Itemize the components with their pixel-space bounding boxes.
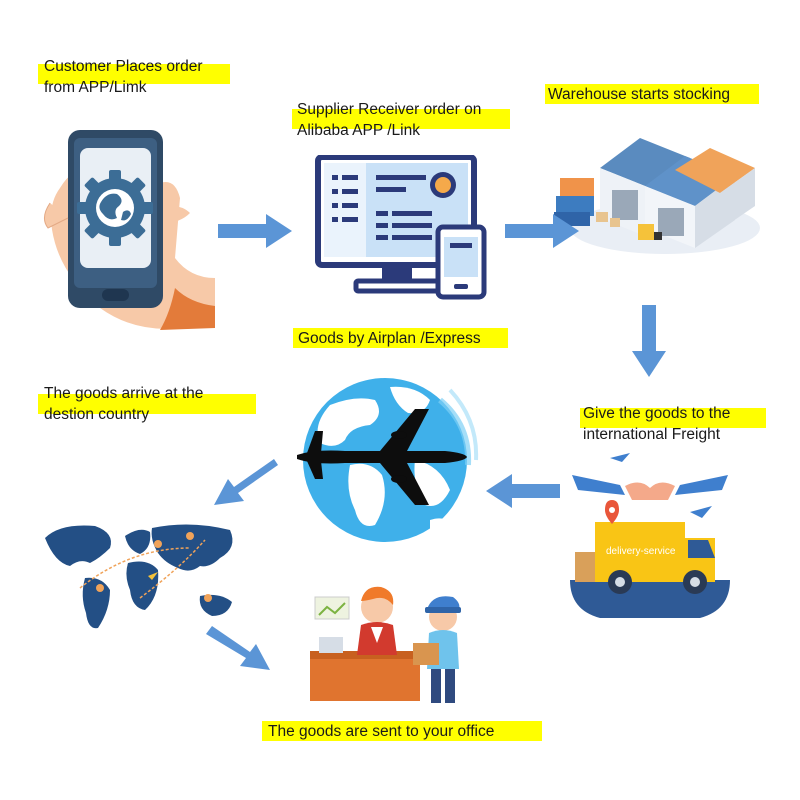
- step-label-line: Goods by Airplan /Express: [298, 330, 481, 347]
- step-label-line: The goods are sent to your office: [268, 723, 495, 740]
- step-label-line: Supplier Receiver order on: [297, 101, 482, 118]
- step-label-line: from APP/Limk: [44, 79, 147, 96]
- step-label-line: The goods arrive at the: [44, 385, 204, 402]
- step-label-line: Alibaba APP /Link: [297, 122, 420, 139]
- arrow-left: [486, 474, 560, 508]
- delivery-truck-icon: delivery-service: [570, 450, 730, 620]
- step-label-supplier-receives: Supplier Receiver order on Alibaba APP /…: [297, 99, 481, 141]
- step-label-customer-order: Customer Places order from APP/Limk: [44, 56, 203, 98]
- arrow-right: [218, 214, 292, 248]
- airplane-globe-icon: [290, 365, 480, 550]
- step-label-line: Warehouse starts stocking: [548, 86, 731, 103]
- truck-side-text: delivery-service: [606, 546, 676, 557]
- step-label-warehouse-stocking: Warehouse starts stocking: [548, 84, 730, 105]
- step-label-line: Give the goods to the: [583, 405, 731, 422]
- step-label-arrive-destination: The goods arrive at the destion country: [44, 383, 203, 425]
- arrow-down: [632, 305, 666, 377]
- step-label-international-freight: Give the goods to the international Frei…: [583, 403, 730, 445]
- step-label-sent-to-office: The goods are sent to your office: [268, 721, 494, 742]
- step-label-line: destion country: [44, 406, 150, 423]
- highlight-bar: [292, 109, 510, 129]
- world-map-icon: [40, 518, 240, 636]
- arrow-down-right: [206, 624, 272, 674]
- highlight-bar: [262, 721, 542, 741]
- computer-monitor-icon: [310, 155, 490, 300]
- highlight-bar: [545, 84, 759, 104]
- highlight-bar: [293, 328, 508, 348]
- highlight-bar: [580, 408, 766, 428]
- step-label-line: Customer Places order: [44, 58, 203, 75]
- arrow-down-left: [212, 455, 278, 507]
- step-label-airplane-express: Goods by Airplan /Express: [298, 328, 481, 349]
- step-label-line: international Freight: [583, 426, 720, 443]
- hand-phone-icon: [40, 128, 220, 333]
- arrow-right: [505, 214, 579, 248]
- warehouse-icon: [550, 128, 760, 258]
- highlight-bar: [38, 64, 230, 84]
- highlight-bar: [38, 394, 256, 414]
- office-delivery-icon: [305, 585, 485, 710]
